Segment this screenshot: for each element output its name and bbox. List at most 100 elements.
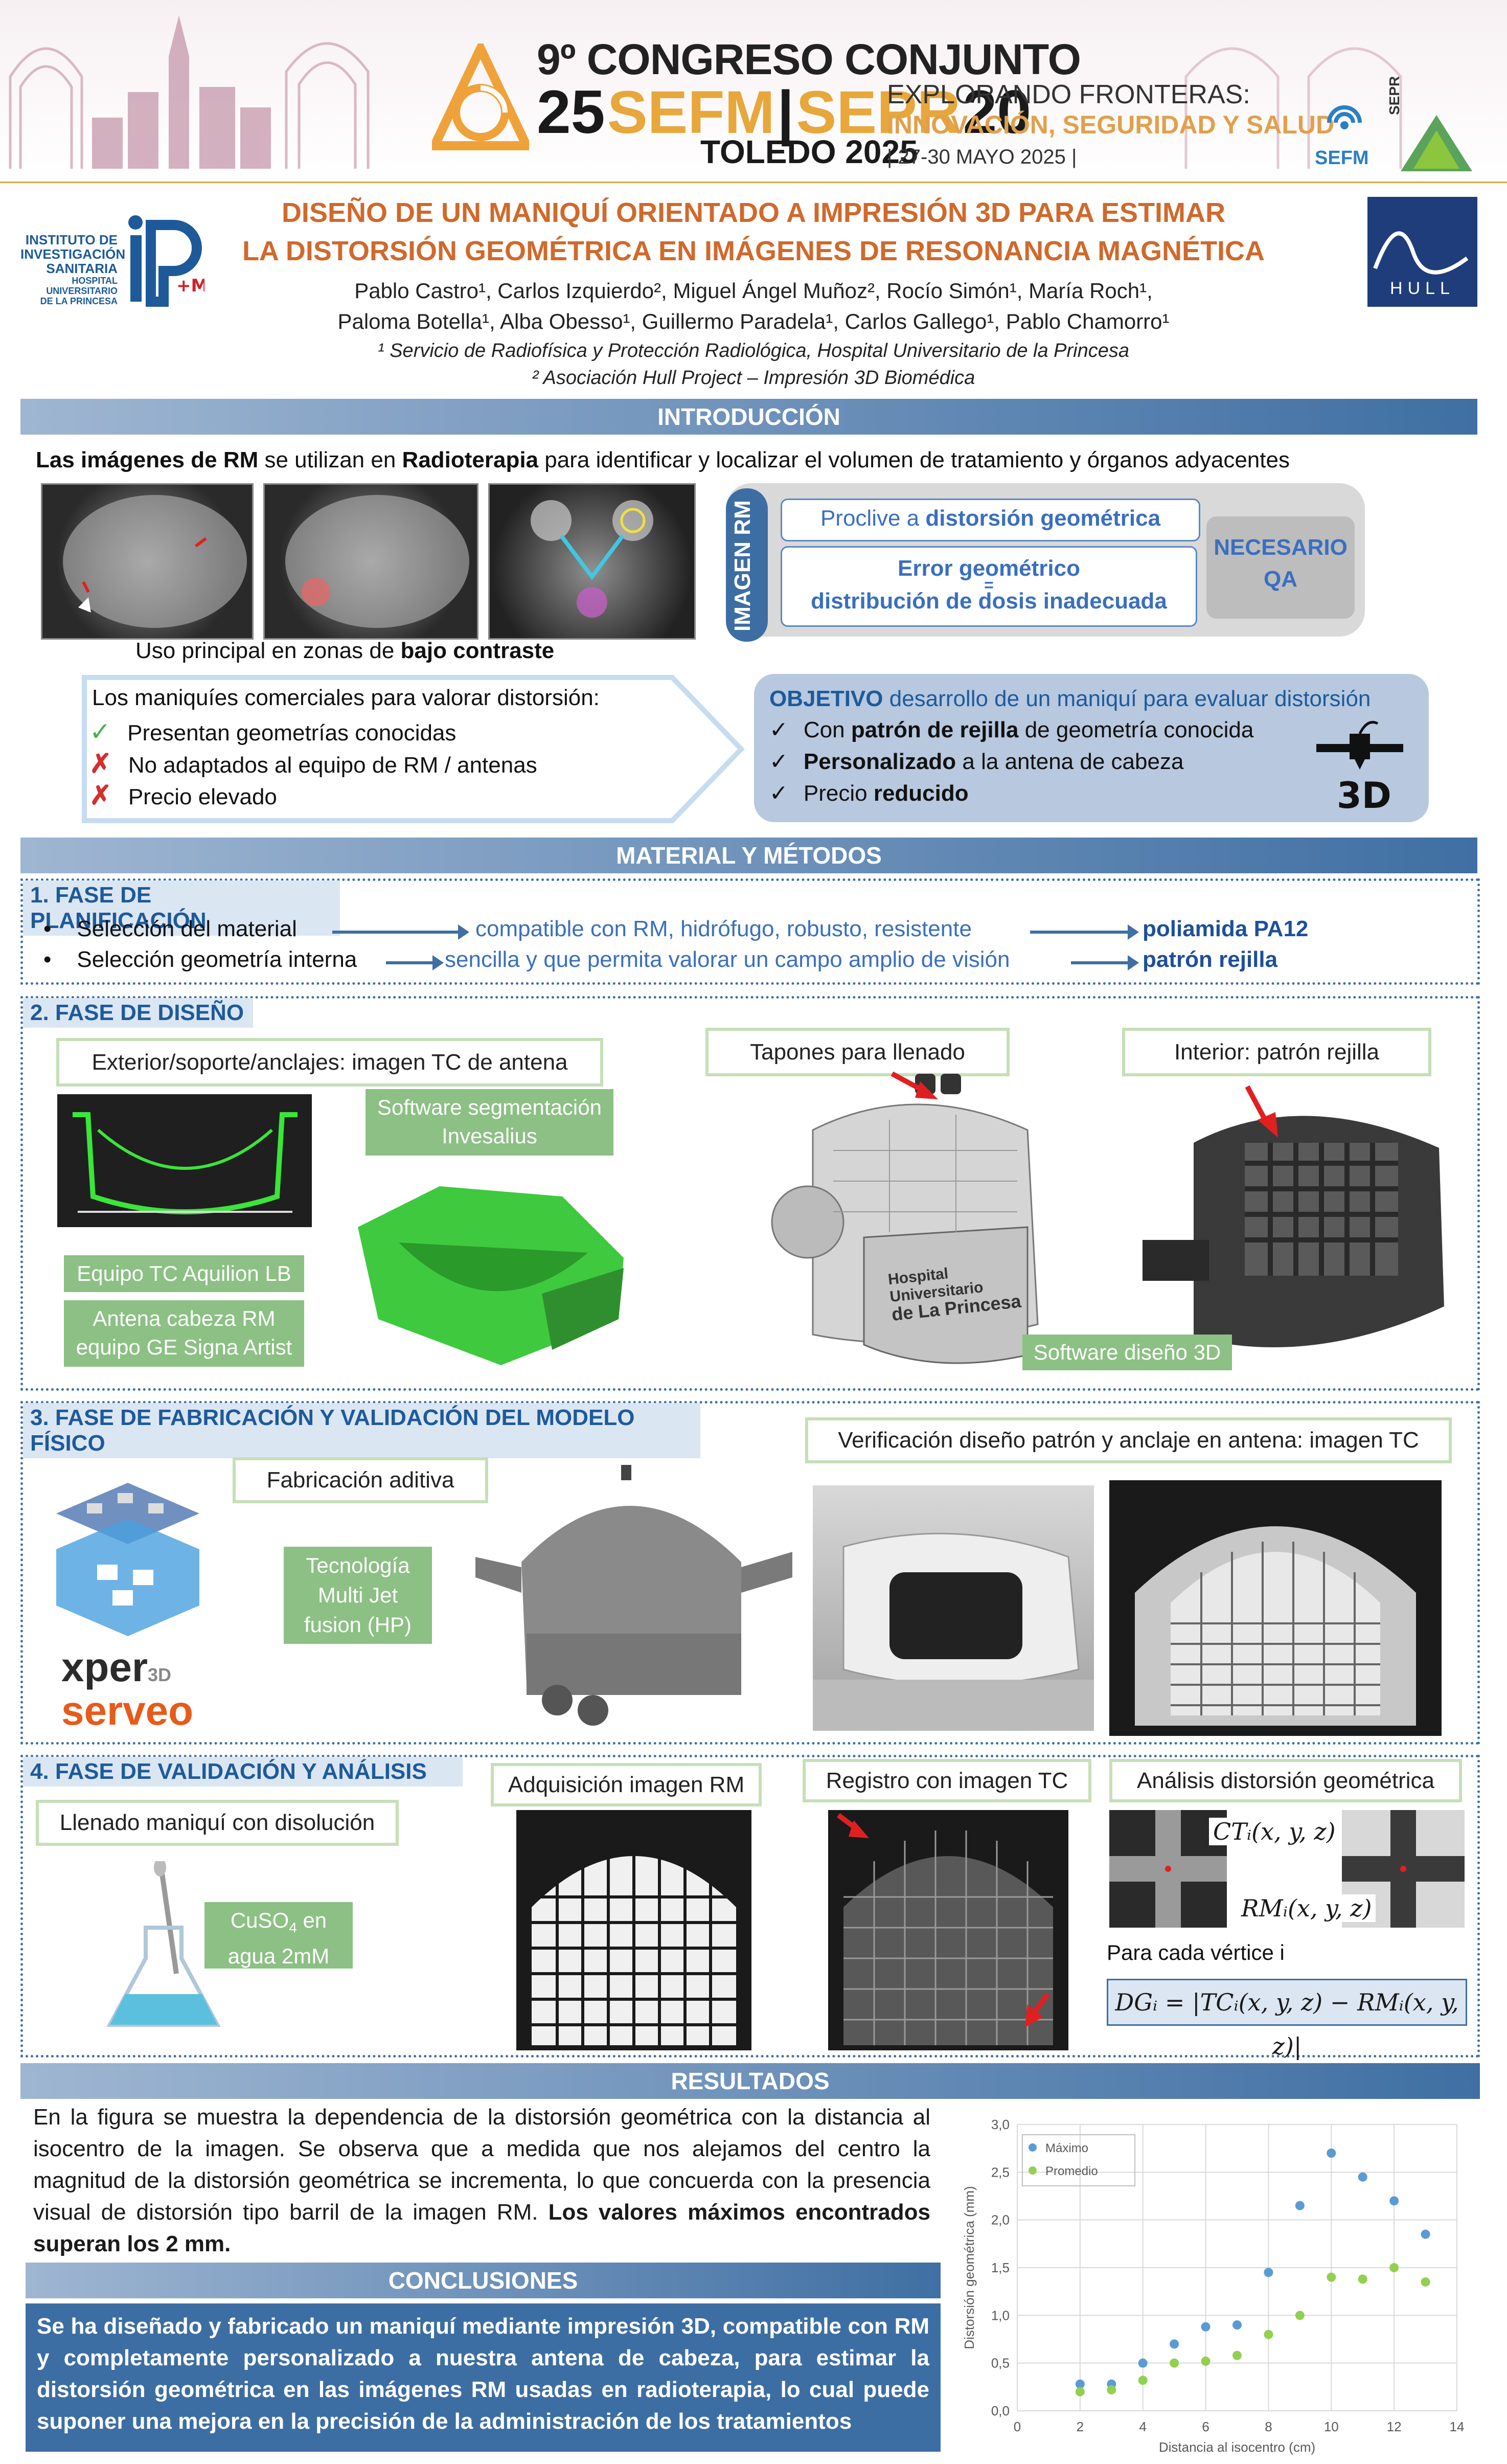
chart-ytick-label: 3,0 [991, 2117, 1010, 2132]
toledo-skyline-illustration [9, 15, 370, 169]
objetivo-heading: OBJETIVO desarrollo de un maniquí para e… [769, 686, 1371, 711]
analisis-box: Análisis distorsión geométrica [1109, 1759, 1462, 1802]
comerciales-arrow-shape [82, 675, 745, 823]
phase1-row2-left: •Selección geometría interna [43, 947, 357, 972]
chart-point-máximo [1232, 2320, 1242, 2330]
phase1-row1-right: poliamida PA12 [1143, 916, 1309, 941]
ct-vertex-image [1109, 1810, 1227, 1928]
ct-antenna-image [57, 1094, 312, 1227]
sepr-logo-icon [1401, 115, 1472, 171]
phase1-box [20, 878, 1480, 985]
chart-xtick-label: 0 [1014, 2419, 1021, 2434]
mri-image-2-overlay [285, 495, 469, 628]
comerciales-title: Los maniquíes comerciales para valorar d… [92, 685, 600, 710]
objetivo-item-2: ✓Personalizado a la antena de cabeza [769, 749, 1184, 774]
chart-legend-marker [1029, 2166, 1037, 2175]
tecnologia-box: Tecnología Multi Jet fusion (HP) [284, 1547, 432, 1644]
adquisicion-box: Adquisición imagen RM [491, 1763, 762, 1806]
poster-title-line2: LA DISTORSIÓN GEOMÉTRICA EN IMÁGENES DE … [242, 236, 1265, 266]
check-icon: ✓ [89, 717, 111, 746]
comerciales-item-1: ✓ Presentan geometrías conocidas [89, 717, 456, 746]
chart-xtick-label: 2 [1077, 2419, 1084, 2434]
congress-dates: | 27-30 MAYO 2025 | [887, 146, 1077, 168]
cross-icon: ✗ [89, 781, 112, 810]
chart-point-promedio [1107, 2385, 1116, 2394]
phase1-row1-mid: compatible con RM, hidrófugo, robusto, r… [475, 916, 972, 941]
printed-phantom-photo [465, 1460, 797, 1726]
results-paragraph: En la figura se muestra la dependencia d… [33, 2105, 931, 2256]
sepr-logo-text: SEPR [1386, 76, 1402, 115]
phase4-box [20, 1755, 1480, 2058]
antenna-photo-shape [813, 1532, 1094, 1731]
mri-grid-image [516, 1810, 751, 2050]
chart-ytick-label: 0,5 [991, 2356, 1010, 2371]
imagen-rm-label: IMAGEN RM [730, 500, 755, 631]
phase1-row2-right: patrón rejilla [1143, 947, 1278, 972]
ct-verification-image [1109, 1480, 1442, 1736]
chart-point-promedio [1201, 2356, 1211, 2366]
chart-point-máximo [1138, 2358, 1148, 2368]
ct-vertex-cross [1109, 1810, 1227, 1928]
congress-num1: 25 [537, 78, 605, 146]
phase1-arrow-2b [1071, 955, 1139, 970]
chart-xtick-label: 8 [1265, 2419, 1272, 2434]
congress-title: 9º CONGRESO CONJUNTO [537, 35, 1081, 83]
xper3d-logo: xper3D [61, 1644, 172, 1690]
section-intro-heading: INTRODUCCIÓN [20, 399, 1477, 435]
arch-decoration-right [1184, 47, 1402, 169]
section-conclusions-heading: CONCLUSIONES [26, 2263, 941, 2298]
section-methods-heading: MATERIAL Y MÉTODOS [20, 838, 1477, 873]
affiliation-2: ² Asociación Hull Project – Impresión 3D… [532, 367, 975, 389]
ct-antenna-outline [73, 1112, 298, 1214]
chart-xtick-label: 14 [1450, 2419, 1465, 2434]
chart-ytick-label: 2,0 [991, 2212, 1010, 2228]
hull-logo-text: HULL [1390, 279, 1455, 298]
phase1-arrow-2a [386, 955, 444, 970]
imagen-rm-tab: IMAGEN RM [726, 488, 768, 642]
chart-point-promedio [1421, 2277, 1430, 2287]
institute-logo-text: INSTITUTO DE INVESTIGACIÓN SANITARIA HOS… [20, 232, 126, 306]
software-3d-box: Software diseño 3D [1022, 1335, 1232, 1370]
registered-grid-pattern [837, 1813, 1053, 2045]
hull-wave-icon [1373, 231, 1469, 275]
phase1-title: 1. FASE DE PLANIFICACIÓN [23, 880, 340, 936]
phase1-row2-mid: sencilla y que permita valorar un campo … [445, 947, 1010, 972]
congress-number-line: 25 SEFM | SEPR 20 [537, 78, 1031, 146]
chart-xtick-label: 12 [1387, 2419, 1402, 2434]
comerciales-item-2: ✗ No adaptados al equipo de RM / antenas [89, 749, 537, 779]
proclive-box: Proclive a distorsión geométrica [781, 499, 1200, 541]
3d-printer-icon: 3D [1316, 721, 1403, 816]
conclusions-text: Se ha diseñado y fabricado un maniquí me… [26, 2303, 941, 2452]
ct-grid-pattern [1135, 1526, 1416, 1726]
slogan-line2: INNOVACIÓN, SEGURIDAD Y SALUD [887, 110, 1335, 139]
chart-legend-label: Promedio [1045, 2164, 1098, 2178]
comerciales-item-3: ✗ Precio elevado [89, 781, 277, 810]
green-antenna-model [358, 1186, 624, 1365]
slogan-line1: EXPLORANDO FRONTERAS: [887, 80, 1250, 109]
congress-city: TOLEDO 2025 [700, 133, 918, 170]
phantom-in-antenna-photo [813, 1485, 1094, 1731]
chart-point-máximo [1075, 2379, 1085, 2389]
rm-vertex-cross [1342, 1810, 1465, 1928]
chart-legend-label: Máximo [1045, 2141, 1088, 2155]
sefm-logo-icon [1327, 105, 1362, 129]
necesario-qa-box: NECESARIO QA [1206, 516, 1355, 619]
llenado-box: Llenado maniquí con disolución [36, 1800, 399, 1846]
mri-image-1-markers [63, 495, 247, 628]
chart-xtick-label: 4 [1139, 2419, 1146, 2434]
chart-point-máximo [1327, 2149, 1336, 2158]
chart-point-máximo [1421, 2229, 1430, 2239]
objetivo-item-1: ✓Con patrón de rejilla de geometría cono… [769, 717, 1254, 742]
chart-point-máximo [1389, 2196, 1399, 2206]
authors-line2: Paloma Botella¹, Alba Obesso¹, Guillermo… [337, 309, 1170, 333]
chart-point-máximo [1201, 2322, 1211, 2332]
chart-point-máximo [1264, 2268, 1273, 2277]
congress-logo-icon [432, 43, 529, 150]
printed-phantom-shape [475, 1465, 792, 1726]
chart-point-máximo [1295, 2201, 1305, 2210]
phantom-interior-shape [1143, 1116, 1444, 1347]
poster-title-line1: DISEÑO DE UN MANIQUÍ ORIENTADO A IMPRESI… [281, 197, 1226, 228]
mri-brain-image-2 [263, 483, 478, 640]
equipo-tc-box: Equipo TC Aquilion LB [64, 1255, 304, 1292]
